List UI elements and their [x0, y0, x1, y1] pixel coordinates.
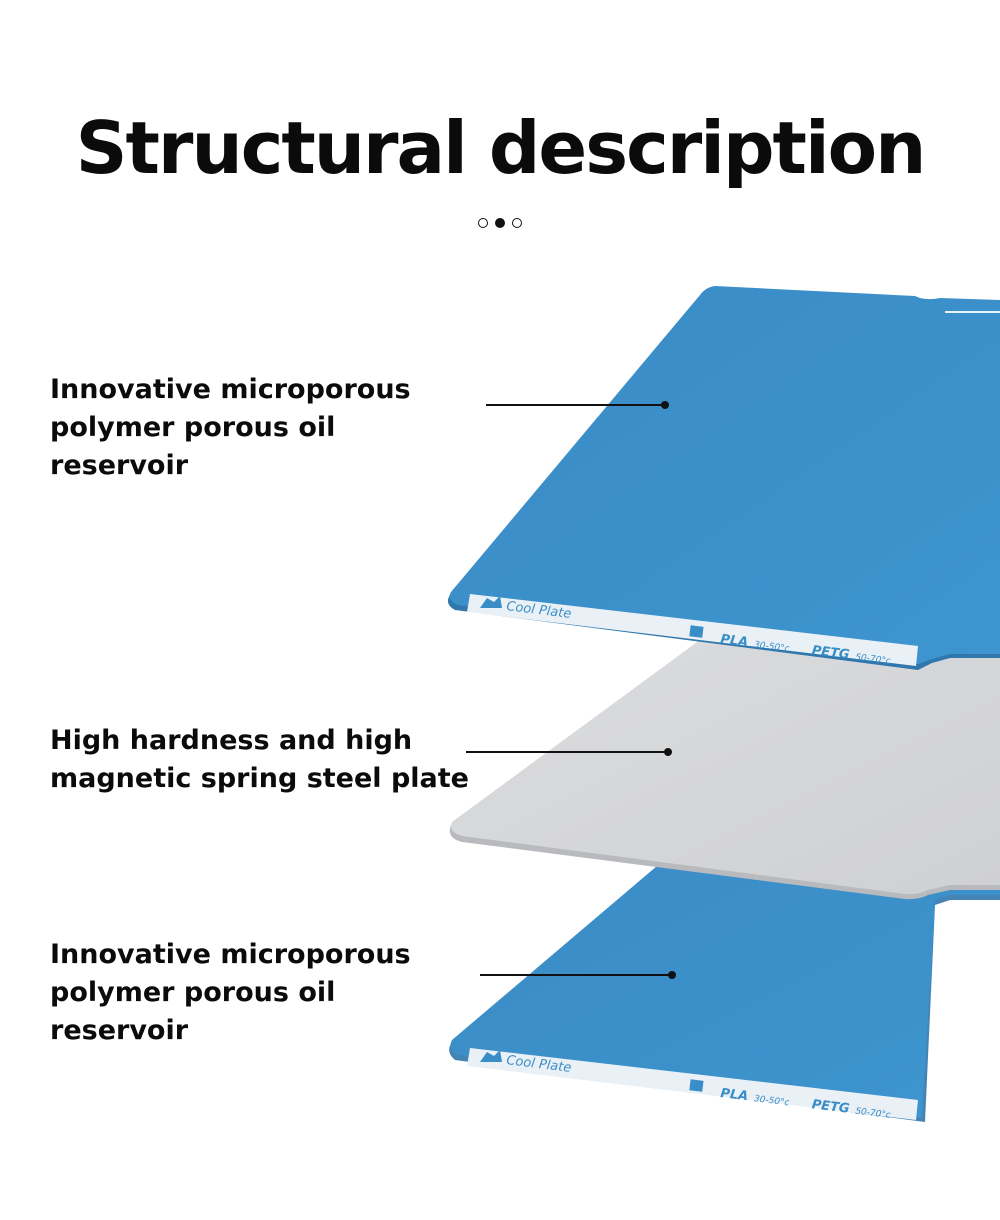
leader-line-bottom [480, 971, 676, 979]
pla-range: 30-50°c [753, 1094, 790, 1108]
bottom-plate-surface [450, 838, 1000, 1118]
pagination-dot[interactable] [512, 218, 522, 228]
page-title: Structural description [75, 106, 927, 190]
pla-range: 30-50°c [753, 640, 790, 654]
petg-range: 50-70°c [855, 1107, 892, 1121]
leader-dot [661, 401, 669, 409]
brand-k-icon [689, 625, 704, 638]
leader-dot [664, 748, 672, 756]
middle-plate-surface [451, 624, 1000, 895]
pla-label: PLA [720, 632, 749, 650]
petg-label: PETG [811, 1097, 851, 1117]
top-plate-surface [449, 286, 1000, 664]
brand-k-icon [689, 1079, 704, 1092]
middle-plate [449, 624, 1000, 900]
pla-label: PLA [720, 1086, 749, 1104]
top-plate-label-strip: Cool Plate PLA 30-50°c PETG 50-70°c [467, 594, 918, 667]
petg-range: 50-70°c [855, 653, 892, 667]
pagination-dots [0, 218, 1000, 228]
mountain-logo-icon [480, 596, 502, 608]
mountain-logo-icon [480, 1050, 502, 1062]
leader-line-middle [466, 748, 672, 756]
layer-label-top: Innovative microporous polymer porous oi… [50, 374, 411, 481]
leader-dot [668, 971, 676, 979]
bottom-plate-label-strip: Cool Plate PLA 30-50°c PETG 50-70°c [467, 1048, 918, 1121]
bottom-plate: Cool Plate PLA 30-50°c PETG 50-70°c [449, 838, 1000, 1122]
layer-label-middle: High hardness and high magnetic spring s… [50, 725, 469, 794]
leader-line-top [486, 401, 669, 409]
pagination-dot[interactable] [478, 218, 488, 228]
pagination-dot-active[interactable] [495, 218, 505, 228]
layer-label-bottom: Innovative microporous polymer porous oi… [50, 939, 411, 1046]
petg-label: PETG [811, 643, 851, 663]
top-plate: Cool Plate PLA 30-50°c PETG 50-70°c [447, 286, 1000, 670]
